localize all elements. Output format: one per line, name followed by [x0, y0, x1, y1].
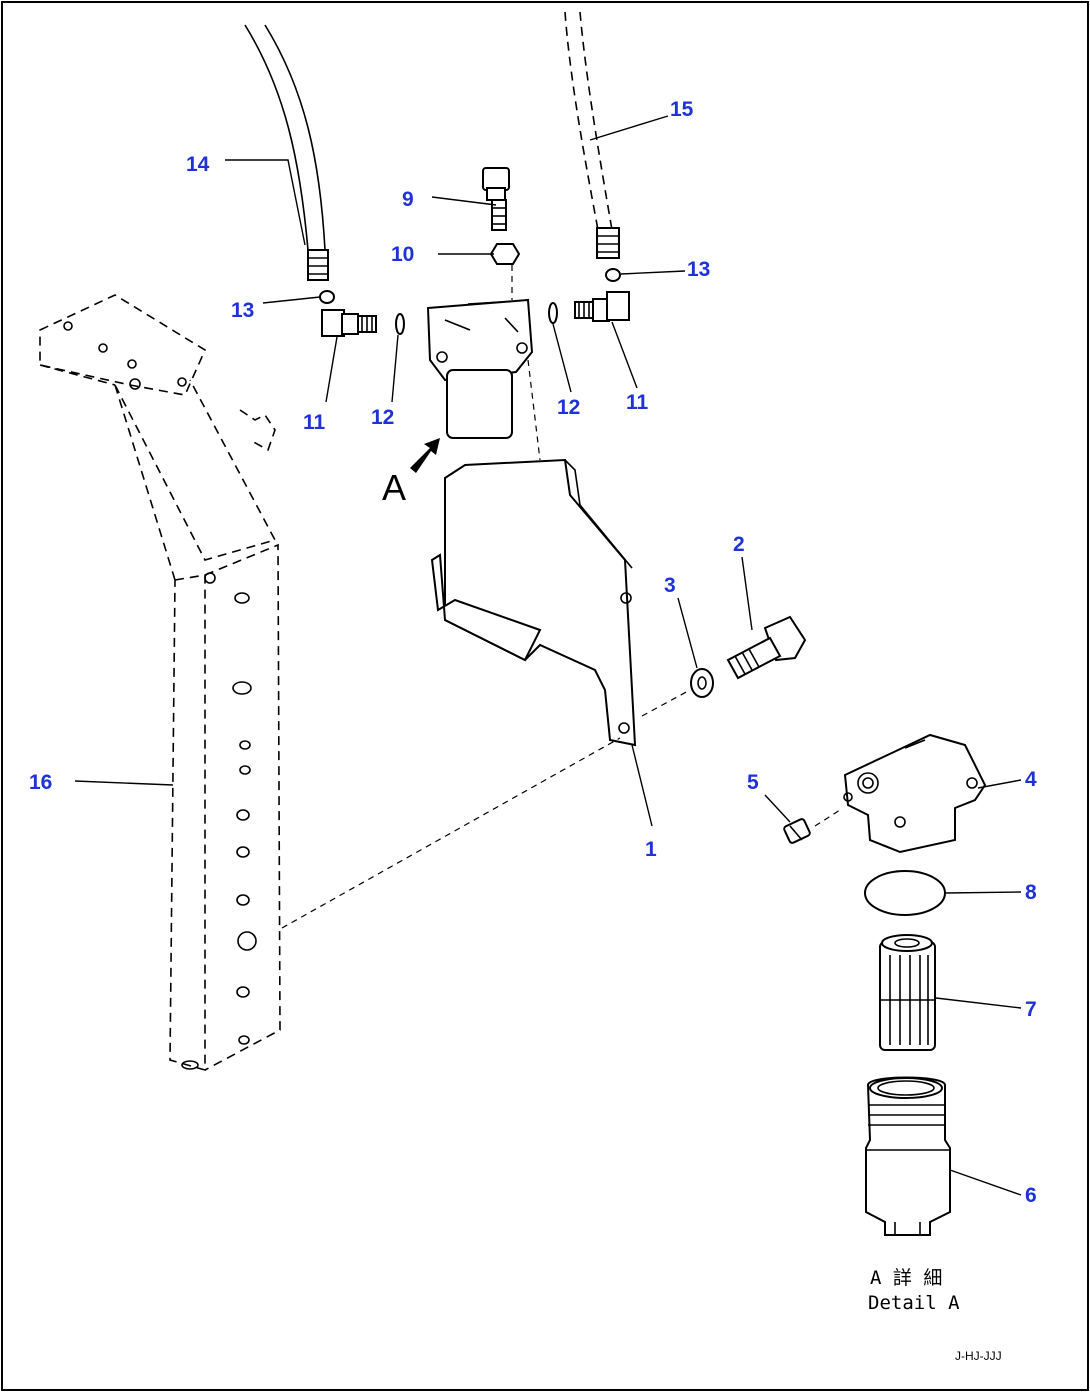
part-9-bolt: [482, 167, 510, 231]
part-2-bolt: [726, 615, 807, 680]
callout-4: 4: [1025, 768, 1037, 791]
part-13-oring-left: [319, 290, 335, 304]
detail-note-jp: A 詳 細: [870, 1267, 942, 1289]
part-16-column: [39, 294, 281, 1072]
part-3-washer: [690, 668, 714, 698]
callout-13-right: 13: [687, 258, 710, 281]
callout-5: 5: [747, 771, 759, 794]
detail-note: A 詳 細 Detail A: [868, 1267, 960, 1314]
callout-9: 9: [402, 188, 414, 211]
callout-12-left: 12: [371, 406, 394, 429]
part-4-filter-head: [843, 733, 987, 854]
callout-1: 1: [645, 838, 657, 861]
view-arrow-a: A: [382, 438, 440, 508]
part-8-oring: [864, 870, 946, 916]
part-1-bracket: [430, 458, 637, 747]
callout-10: 10: [391, 243, 414, 266]
callout-6: 6: [1025, 1184, 1037, 1207]
detail-note-en: Detail A: [868, 1292, 960, 1314]
part-10-washer: [489, 243, 521, 265]
callout-16: 16: [29, 771, 52, 794]
callout-14: 14: [186, 153, 210, 176]
view-marker-label: A: [382, 467, 406, 508]
callout-11-right: 11: [626, 391, 649, 414]
callout-12-right: 12: [557, 396, 580, 419]
drawing-code: J-HJ-JJJ: [955, 1349, 1002, 1363]
callout-7: 7: [1025, 998, 1037, 1021]
callouts: 14 9 15 10 13 13 11 12 12 11 2 3 16 5 4 …: [29, 98, 1037, 1207]
callout-3: 3: [664, 574, 676, 597]
callout-15: 15: [670, 98, 694, 121]
part-15-hose: [564, 11, 620, 259]
callout-8: 8: [1025, 881, 1037, 904]
part-12-oring-right: [548, 302, 558, 324]
part-5-plug: [783, 818, 811, 844]
part-11-elbow-right: [574, 291, 630, 322]
callout-2: 2: [733, 533, 745, 556]
part-14-hose: [244, 24, 329, 281]
callout-13-left: 13: [231, 299, 254, 322]
filter-assembly-upper: [426, 298, 534, 439]
part-7-filter-element: [879, 934, 936, 1051]
part-13-oring-right: [605, 268, 621, 282]
part-11-elbow-left: [321, 309, 377, 337]
part-6-filter-bowl: [865, 1076, 951, 1236]
leader-lines: [74, 115, 1022, 1196]
part-12-oring-left: [395, 313, 405, 335]
callout-11-left: 11: [303, 411, 326, 434]
